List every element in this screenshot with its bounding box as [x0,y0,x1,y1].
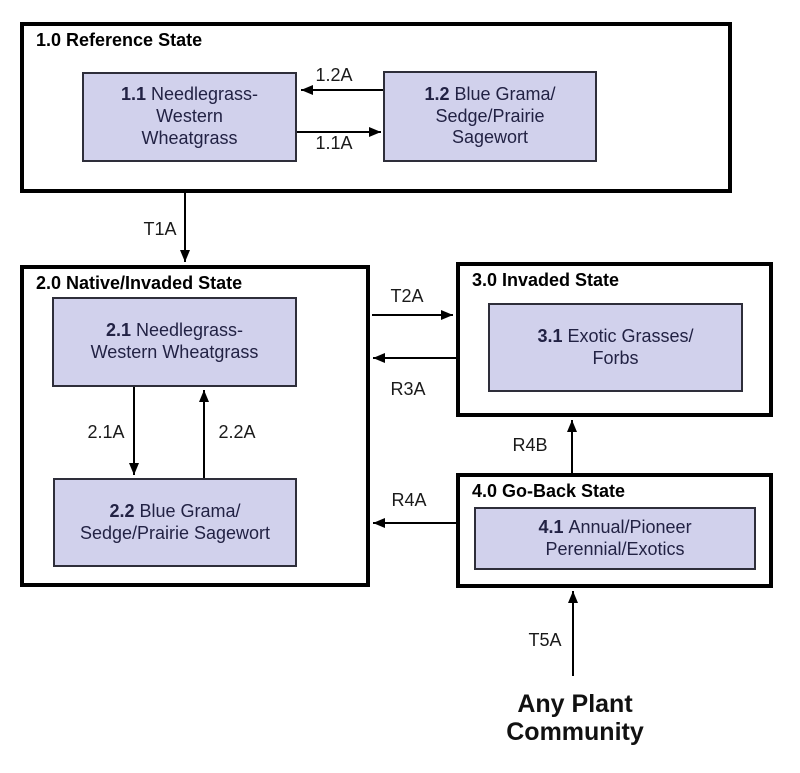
community-number-4-1: 4.1 [538,516,564,537]
state-title-reference: 1.0 Reference State [36,30,203,50]
community-number-2-1: 2.1 [105,320,131,341]
any-plant-community-label: Any Plant Community [506,690,644,746]
transition-label-2-2a: 2.2A [218,422,256,442]
transition-label-2-1a: 2.1A [87,422,125,442]
community-number-1-1: 1.1 [120,84,146,105]
community-number-3-1: 3.1 [537,325,563,346]
transition-label-1-2a: 1.2A [315,65,353,85]
community-number-1-2: 1.2 [424,83,450,104]
transition-label-r4a: R4A [391,490,427,510]
transition-label-t2a: T2A [390,286,424,306]
state-title-go-back: 4.0 Go-Back State [472,481,626,501]
community-name-1-1: Needlegrass- Western Wheatgrass [141,84,259,148]
transition-label-r4b: R4B [512,435,548,455]
state-title-native-invaded: 2.0 Native/Invaded State [36,273,243,293]
transition-label-t1a: T1A [143,219,177,239]
community-name-4-1: Annual/Pioneer Perennial/Exotics [545,516,692,559]
transition-label-1-1a: 1.1A [315,133,353,153]
community-name-2-1: Needlegrass- Western Wheatgrass [90,320,259,362]
state-title-invaded: 3.0 Invaded State [472,270,620,290]
community-name-1-2: Blue Grama/ Sedge/Prairie Sagewort [435,83,556,148]
transition-label-r3a: R3A [390,379,426,399]
community-number-2-2: 2.2 [109,500,135,521]
transition-label-t5a: T5A [528,630,562,650]
community-name-3-1: Exotic Grasses/ Forbs [567,325,694,368]
community-name-2-2: Blue Grama/ Sedge/Prairie Sagewort [79,500,271,543]
